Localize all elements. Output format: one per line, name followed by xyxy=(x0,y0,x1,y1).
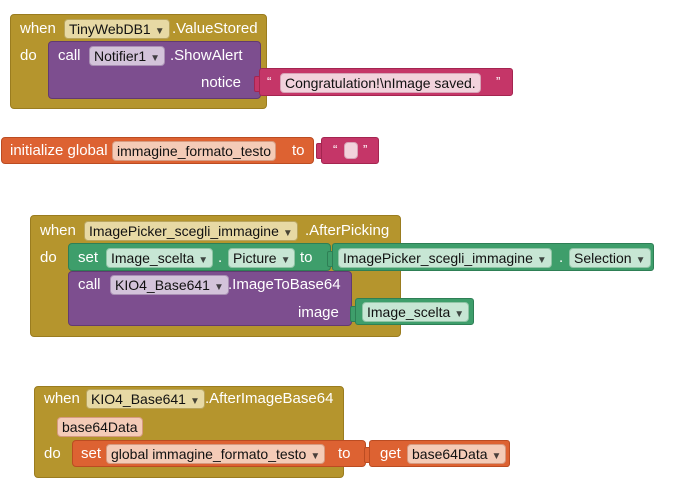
event-name: .ValueStored xyxy=(172,20,258,37)
property-name: Selection xyxy=(574,250,632,266)
when-keyword: when xyxy=(44,390,80,407)
get-keyword: get xyxy=(380,445,401,462)
set-keyword: set xyxy=(78,249,99,266)
component-dropdown[interactable]: TinyWebDB1▼ xyxy=(64,19,170,39)
quote-close: ” xyxy=(496,74,501,89)
variable-name-field[interactable]: immagine_formato_testo xyxy=(112,141,277,161)
text-value: Congratulation!\nImage saved. xyxy=(285,75,476,91)
dot-separator: . xyxy=(218,249,223,266)
call-keyword: call xyxy=(58,47,81,64)
component-name: Notifier1 xyxy=(94,48,147,64)
param-label-image: image xyxy=(298,304,339,321)
event-name: .AfterImageBase64 xyxy=(205,390,334,407)
text-value-field[interactable]: Congratulation!\nImage saved. xyxy=(280,73,481,93)
variable-dropdown[interactable]: base64Data▼ xyxy=(407,444,507,464)
when-keyword: when xyxy=(40,222,76,239)
component-name: Image_scelta xyxy=(367,304,451,320)
parameter-name: base64Data xyxy=(62,419,138,435)
component-dropdown[interactable]: KIO4_Base641▼ xyxy=(110,275,229,295)
event-name: .AfterPicking xyxy=(305,222,390,239)
variable-name: base64Data xyxy=(412,446,488,462)
to-keyword: to xyxy=(338,445,351,462)
component-dropdown[interactable]: ImagePicker_scegli_immagine▼ xyxy=(84,221,298,241)
variable-dropdown[interactable]: global immagine_formato_testo▼ xyxy=(106,444,326,464)
quote-open: “ xyxy=(333,142,338,157)
property-dropdown[interactable]: Selection▼ xyxy=(569,248,651,268)
variable-name: immagine_formato_testo xyxy=(117,143,272,159)
set-keyword: set xyxy=(81,445,102,462)
to-keyword: to xyxy=(292,142,305,159)
dropdown-arrow-icon: ▼ xyxy=(198,255,209,266)
dropdown-arrow-icon: ▼ xyxy=(635,255,646,266)
do-keyword: do xyxy=(20,47,37,64)
component-name: ImagePicker_scegli_immagine xyxy=(343,250,533,266)
text-value-field[interactable] xyxy=(344,142,358,159)
dot-separator: . xyxy=(559,249,564,266)
property-dropdown[interactable]: Picture▼ xyxy=(228,248,296,268)
method-name: .ImageToBase64 xyxy=(228,276,341,293)
do-keyword: do xyxy=(44,445,61,462)
dropdown-arrow-icon: ▼ xyxy=(454,309,465,320)
component-dropdown[interactable]: Notifier1▼ xyxy=(89,46,166,66)
component-name: KIO4_Base641 xyxy=(91,391,186,407)
when-keyword: when xyxy=(20,20,56,37)
dropdown-arrow-icon: ▼ xyxy=(213,282,224,293)
component-dropdown[interactable]: Image_scelta▼ xyxy=(106,248,214,268)
variable-name: global immagine_formato_testo xyxy=(111,446,307,462)
param-label-notice: notice xyxy=(201,74,242,91)
dropdown-arrow-icon: ▼ xyxy=(280,255,291,266)
dropdown-arrow-icon: ▼ xyxy=(282,228,293,239)
to-keyword: to xyxy=(300,249,313,266)
property-name: Picture xyxy=(233,250,277,266)
event-parameter-base64data[interactable]: base64Data xyxy=(57,417,143,437)
component-dropdown[interactable]: KIO4_Base641▼ xyxy=(86,389,205,409)
component-dropdown[interactable]: ImagePicker_scegli_immagine▼ xyxy=(338,248,552,268)
dropdown-arrow-icon: ▼ xyxy=(310,451,321,462)
do-keyword: do xyxy=(40,249,57,266)
dropdown-arrow-icon: ▼ xyxy=(150,53,161,64)
quote-open: “ xyxy=(267,74,272,89)
dropdown-arrow-icon: ▼ xyxy=(154,26,165,37)
dropdown-arrow-icon: ▼ xyxy=(189,396,200,407)
quote-close: ” xyxy=(363,142,368,157)
initialize-global-label: initialize global xyxy=(10,142,108,159)
dropdown-arrow-icon: ▼ xyxy=(536,255,547,266)
method-name: .ShowAlert xyxy=(170,47,243,64)
component-name: Image_scelta xyxy=(111,250,195,266)
call-keyword: call xyxy=(78,276,101,293)
component-dropdown[interactable]: Image_scelta▼ xyxy=(362,302,470,322)
component-name: KIO4_Base641 xyxy=(115,277,210,293)
component-name: ImagePicker_scegli_immagine xyxy=(89,223,279,239)
dropdown-arrow-icon: ▼ xyxy=(491,451,502,462)
component-name: TinyWebDB1 xyxy=(69,21,151,37)
